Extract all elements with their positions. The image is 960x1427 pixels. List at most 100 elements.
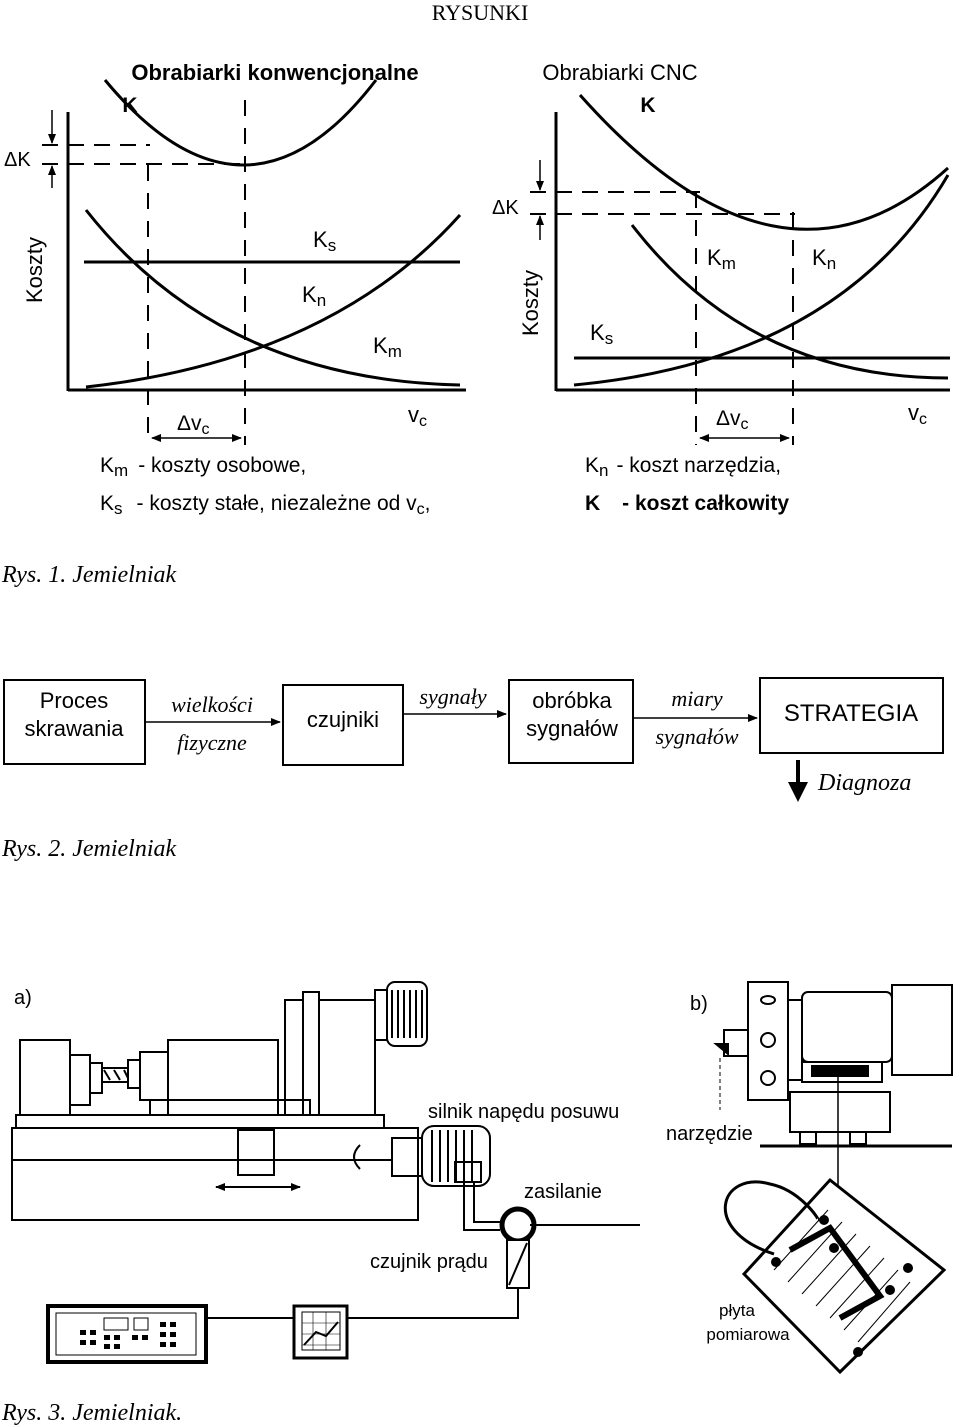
chart-cnc: Obrabiarki CNC K Koszty ΔK Km Kn Ks Δvc … <box>492 60 950 445</box>
box-signal-processing <box>508 679 634 764</box>
box-signal-processing-line1: obróbka <box>532 688 612 713</box>
feed-motor <box>421 1125 491 1187</box>
diagnosis-arrow-shaft <box>796 760 800 784</box>
foot-left <box>799 1131 817 1145</box>
instrument-panel <box>55 1312 197 1356</box>
carriage-base <box>149 1099 311 1116</box>
curve-km-left <box>84 209 461 387</box>
oscilloscope-screen <box>301 1311 341 1351</box>
oscilloscope-box <box>292 1304 349 1360</box>
diagnosis-arrow-head <box>788 782 808 802</box>
plate-bolt-1 <box>771 1257 781 1267</box>
x-axis-label-right: vc <box>908 400 927 428</box>
legend-k: K- koszt całkowity <box>585 492 789 515</box>
spindle-nose <box>139 1051 169 1101</box>
fig2-flowchart: Proces skrawania wielkości fizyczne czuj… <box>3 677 944 802</box>
chart-left-title: Obrabiarki konwencjonalne <box>131 60 418 85</box>
section-heading: RYSUNKI <box>432 0 529 25</box>
label-tool: narzędzie <box>666 1123 753 1145</box>
spindle-housing <box>167 1039 279 1116</box>
fig2-caption: Rys. 2. Jemielniak <box>1 836 177 862</box>
box-process-line1: Proces <box>40 688 108 713</box>
box-sensors <box>282 684 404 766</box>
legend-km: Km- koszty osobowe, <box>100 454 306 480</box>
ball-screw <box>811 1065 869 1077</box>
chart-right-title: Obrabiarki CNC <box>542 60 697 85</box>
motor-fins <box>391 990 423 1038</box>
bolt-2 <box>760 1032 776 1048</box>
label-plate-line1: płyta <box>719 1301 755 1320</box>
label-physical-quantities: wielkości <box>171 692 253 717</box>
label-b: b) <box>690 993 708 1015</box>
box-strategy-label: STRATEGIA <box>784 700 918 727</box>
current-sensor-slash <box>508 1242 528 1286</box>
curve-k-total-left <box>103 79 378 167</box>
curve-kn-left <box>85 213 462 389</box>
drill-flutes <box>103 1069 129 1081</box>
plate-outline <box>741 1177 947 1375</box>
fig1-legend: Km- koszty osobowe, Ks- koszty stałe, ni… <box>100 454 789 518</box>
measuring-plate <box>724 1177 947 1375</box>
ks-label-right: Ks <box>590 320 613 348</box>
supply-wires <box>463 1182 500 1231</box>
belt-guard <box>284 999 304 1116</box>
plate-bolt-4 <box>853 1347 863 1357</box>
curve-kn-right <box>573 174 950 387</box>
curve-k-total-right <box>578 94 950 231</box>
plate-bolt-3 <box>903 1263 913 1273</box>
label-supply: zasilanie <box>524 1181 602 1203</box>
instrument-buttons <box>80 1322 176 1349</box>
foot-right <box>849 1131 867 1145</box>
delta-vc-label-right: Δvc <box>716 407 749 433</box>
tool-tip <box>713 1043 729 1057</box>
total-cost-label-right: K <box>640 94 655 117</box>
column-body <box>318 999 376 1116</box>
motor-unit <box>891 984 953 1076</box>
chuck-jaw <box>89 1062 103 1094</box>
current-clamp <box>499 1206 537 1244</box>
box-process <box>3 679 146 765</box>
fixture-drawing <box>713 981 953 1148</box>
box-strategy <box>759 677 944 754</box>
kn-label-right: Kn <box>812 245 836 273</box>
plate-cable-channel <box>788 1224 885 1321</box>
slide-guide <box>801 1061 883 1083</box>
fig3-caption: Rys. 3. Jemielniak. <box>1 1400 182 1426</box>
delta-k-label-right: ΔK <box>492 197 519 219</box>
curve-km-right <box>630 224 949 380</box>
tool-holder-block <box>747 981 789 1101</box>
label-feed-motor: silnik napędu posuwu <box>428 1101 619 1123</box>
tool-holder <box>127 1059 141 1089</box>
oscilloscope-grid <box>302 1312 340 1350</box>
oscilloscope-trace <box>303 1321 339 1346</box>
box-signal-processing-line2: sygnałów <box>526 716 618 741</box>
lathe-drawing <box>11 981 491 1221</box>
x-axis-label-left: vc <box>408 402 427 430</box>
lathe-guideway <box>15 1114 385 1129</box>
label-physical-quantities-2: fizyczne <box>177 730 247 755</box>
delta-k-label-left: ΔK <box>4 149 31 171</box>
terminal-box <box>454 1161 482 1183</box>
plate-grooves <box>773 1209 911 1343</box>
y-axis-label-left: Koszty <box>22 237 47 303</box>
instrument-display <box>103 1317 129 1331</box>
instrument-display-2 <box>133 1317 149 1331</box>
dynamometer-mount <box>787 999 803 1081</box>
spindle-unit <box>801 991 893 1063</box>
fig1-caption: Rys. 1. Jemielniak <box>1 562 177 588</box>
label-current-sensor: czujnik prądu <box>370 1251 488 1273</box>
kn-label-left: Kn <box>302 282 326 310</box>
box-process-line2: skrawania <box>24 716 124 741</box>
label-signals: sygnały <box>419 684 486 709</box>
lathe-bed <box>11 1127 419 1221</box>
signal-cable <box>347 1288 519 1319</box>
plate-bolt-5 <box>885 1285 895 1295</box>
headstock <box>19 1039 71 1116</box>
label-plate-line2: pomiarowa <box>706 1325 790 1344</box>
measuring-instrument <box>46 1304 208 1364</box>
slide-block <box>237 1129 275 1176</box>
box-sensors-label: czujniki <box>307 707 379 732</box>
column <box>302 991 320 1116</box>
label-diagnosis: Diagnoza <box>817 770 911 796</box>
km-label-left: Km <box>373 333 402 361</box>
